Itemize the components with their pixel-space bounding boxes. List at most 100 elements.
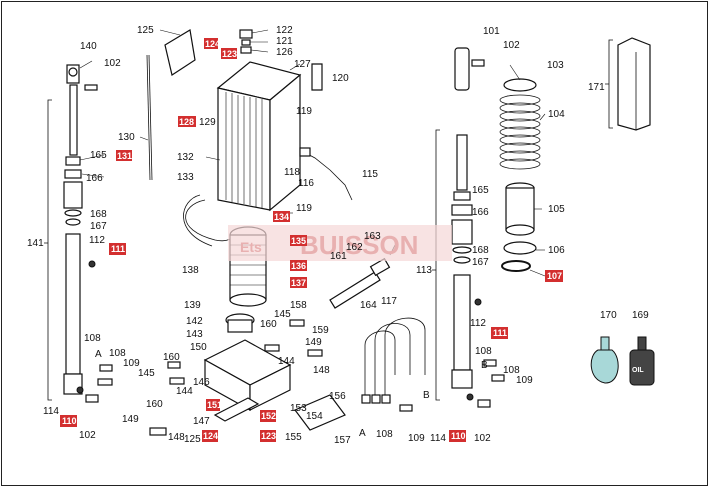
filter-171: [605, 37, 651, 131]
tank-side-face: [269, 73, 301, 212]
label-111-right: 111: [493, 328, 507, 338]
plate-151: [213, 397, 260, 422]
label-116: 116: [298, 178, 314, 189]
label-160-b: 160: [163, 352, 180, 363]
label-114-right: 114: [430, 433, 446, 444]
right-cylinder-assembly: [432, 47, 505, 408]
red-box-131: [116, 150, 132, 161]
piston-rod: [69, 84, 78, 156]
label-160-a: 160: [260, 319, 277, 330]
red-box-107: [545, 270, 563, 282]
watermark-prefix: Ets: [240, 239, 262, 255]
rod-130-edge: [148, 54, 153, 181]
label-146: 146: [193, 377, 210, 388]
hose-133b: [183, 194, 213, 247]
label-149-a: 149: [305, 337, 322, 348]
label-145-a: 145: [274, 309, 291, 320]
oil-bottle-169-neck: [637, 336, 647, 351]
label-157: 157: [334, 435, 351, 446]
bolt-112-left: [88, 260, 96, 268]
rod-eye-hole: [68, 67, 78, 77]
label-102-b: 102: [79, 430, 96, 441]
hose-117b: [374, 323, 411, 395]
tie-rod-130: [146, 54, 153, 181]
label-123-top: 123: [222, 49, 237, 59]
cylinder-base-right: [451, 369, 473, 389]
label-139: 139: [184, 300, 201, 311]
label-150: 150: [190, 342, 207, 353]
red-box-137: [290, 277, 307, 288]
label-121: 121: [276, 36, 293, 47]
sleeve-105: [505, 187, 535, 231]
label-109-mid: 109: [408, 433, 425, 444]
label-153: 153: [290, 403, 307, 414]
label-118: 118: [284, 167, 300, 178]
red-box-123-bottom: [260, 430, 276, 442]
label-158: 158: [290, 300, 307, 311]
fitting-149: [307, 349, 323, 357]
fitting-108-right: [483, 359, 497, 367]
label-112-left: 112: [89, 235, 105, 246]
rod-eye-101: [454, 47, 470, 91]
label-142: 142: [186, 316, 203, 327]
cylinder-barrel-right: [453, 274, 471, 371]
label-156: 156: [329, 391, 346, 402]
tank-fins: [225, 92, 263, 208]
label-168-left: 168: [90, 209, 107, 220]
label-136: 136: [291, 261, 306, 271]
label-133: 133: [177, 172, 194, 183]
label-138: 138: [182, 265, 199, 276]
fitting-158: [289, 319, 305, 327]
label-119-bottom: 119: [296, 203, 312, 214]
label-162: 162: [346, 242, 363, 253]
red-box-128: [178, 116, 196, 127]
valve-block: [149, 319, 346, 436]
label-108-mid: 108: [376, 429, 393, 440]
gland-right: [451, 219, 473, 245]
label-166-right: 166: [472, 207, 489, 218]
sleeve-105-bottom: [505, 224, 535, 236]
label-152: 152: [261, 411, 276, 421]
hose-end-a: [361, 394, 371, 404]
spring-assembly: [499, 78, 541, 272]
red-box-123-top: [221, 48, 237, 59]
red-box-111-left: [109, 243, 126, 255]
fitting-145: [167, 361, 181, 369]
seal-166-right: [451, 204, 473, 216]
label-141: 141: [27, 238, 44, 249]
label-148-a: 148: [313, 365, 330, 376]
plate-155: [294, 394, 346, 431]
label-B2: B: [481, 360, 488, 371]
bolt-102-top-left: [84, 84, 98, 91]
label-161: 161: [330, 251, 347, 262]
label-159: 159: [312, 325, 329, 336]
red-box-136: [290, 260, 307, 271]
label-108-right: 108: [475, 346, 492, 357]
label-112-right: 112: [470, 318, 486, 329]
part-labels: 140 102 130 165 166 168 167 141 112 108 …: [27, 25, 649, 446]
label-110-right: 110: [451, 431, 466, 441]
bolt-102-top-right: [471, 59, 485, 67]
label-108-right-2: 108: [503, 365, 520, 376]
fitting-109-left: [97, 378, 113, 386]
oil-text: OIL: [632, 367, 644, 374]
bracket-113: [432, 129, 440, 401]
red-box-111-right: [491, 327, 508, 339]
label-124-top: 124: [205, 39, 220, 49]
label-130: 130: [118, 132, 135, 143]
washer-110-right: [466, 393, 474, 401]
label-163: 163: [364, 231, 381, 242]
left-cylinder-assembly: [44, 64, 113, 403]
label-122: 122: [276, 25, 293, 36]
bolt-102-bottom-right: [477, 399, 491, 408]
label-144-b: 144: [176, 386, 193, 397]
red-box-135: [290, 235, 307, 246]
washer-121: [241, 39, 251, 46]
label-148-b: 148: [168, 432, 185, 443]
label-110-left: 110: [62, 416, 77, 426]
motor-bottom: [229, 293, 267, 307]
label-140: 140: [80, 41, 97, 52]
label-154: 154: [306, 411, 323, 422]
bolt-102-bottom-left: [85, 394, 99, 403]
